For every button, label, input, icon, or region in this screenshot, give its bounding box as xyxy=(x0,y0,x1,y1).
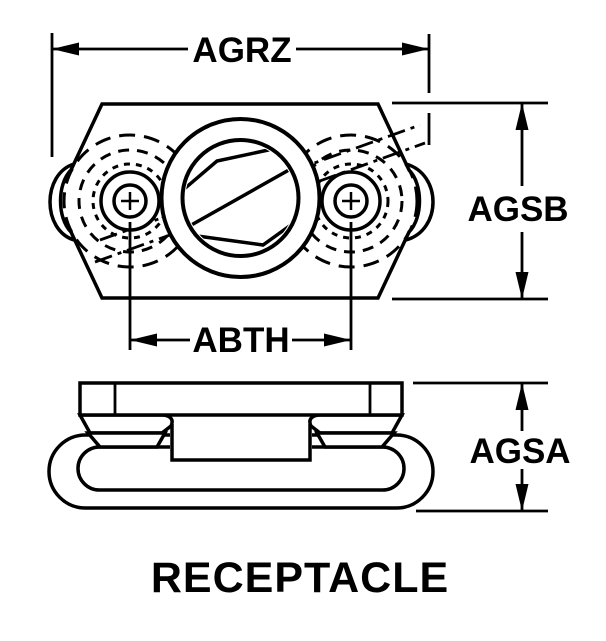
channel-outline xyxy=(170,424,312,462)
top-view xyxy=(48,102,435,350)
dimension-label-agsa: AGSA xyxy=(469,432,570,471)
rivet-hole-right xyxy=(283,133,419,350)
dimension-label-agrz: AGRZ xyxy=(192,31,291,70)
rivet-dashed-circle-inner xyxy=(312,162,390,240)
arrowhead-top xyxy=(515,383,529,410)
wire-edge-lower xyxy=(189,220,296,247)
arrowhead-left xyxy=(52,42,79,56)
dimension-agsa: AGSA xyxy=(413,381,571,513)
arrowhead-bottom xyxy=(515,272,529,299)
dimension-label-agsb: AGSB xyxy=(467,190,568,229)
wire-end-arc-left xyxy=(48,162,75,242)
nut-foot-right xyxy=(313,431,398,449)
dimension-agsb: AGSB xyxy=(392,101,569,301)
arrowhead-left xyxy=(130,333,157,347)
wire-through-hole xyxy=(185,147,296,247)
dimension-abth: ABTH xyxy=(130,321,351,360)
wire-end-arc-right xyxy=(405,162,435,242)
channel-mask xyxy=(170,416,312,461)
base-plate xyxy=(78,381,404,417)
arrowhead-top xyxy=(515,103,529,130)
wire-edge-middle xyxy=(185,164,296,230)
arrowhead-right xyxy=(324,333,351,347)
flange-right xyxy=(308,413,405,435)
dimension-label-abth: ABTH xyxy=(192,321,289,360)
arrowhead-bottom xyxy=(515,484,529,511)
side-view xyxy=(47,381,435,510)
nut-foot-left xyxy=(84,431,169,449)
dimension-agrz: AGRZ xyxy=(50,31,431,157)
wire-edge-upper xyxy=(185,147,274,192)
flange-left xyxy=(77,413,174,435)
arrowhead-right xyxy=(402,42,429,56)
drawing-title: RECEPTACLE xyxy=(151,554,449,602)
